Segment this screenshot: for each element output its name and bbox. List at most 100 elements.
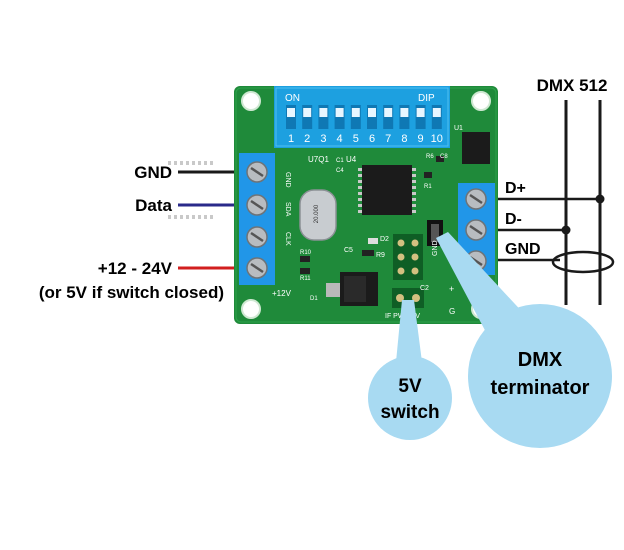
dip-toggle[interactable] [303, 108, 312, 117]
screw-slot [250, 262, 264, 274]
silk-plus: + [449, 284, 454, 294]
mcu-pin [412, 186, 416, 189]
silk-c4: C4 [336, 168, 344, 174]
silk-d2: D2 [380, 236, 389, 243]
screw-slot [469, 193, 483, 205]
header-pin [397, 239, 405, 247]
dip-toggle[interactable] [368, 108, 376, 117]
crystal-label: 20.000 [314, 204, 320, 223]
silk-sda: SDA [284, 202, 291, 217]
silk-u1: U1 [454, 125, 463, 132]
d-minus-junction [561, 225, 571, 235]
mcu-pin [168, 161, 171, 165]
dip-number: 4 [337, 133, 343, 145]
mcu-pin [358, 204, 362, 207]
mcu-pin [358, 192, 362, 195]
mcu-pin [210, 161, 213, 165]
screw-slot [250, 166, 264, 178]
dip-toggle[interactable] [384, 108, 393, 117]
dip-toggle[interactable] [319, 108, 328, 117]
terminator-callout-bubble [468, 304, 612, 448]
mcu-pin [198, 161, 201, 165]
dip-number: 10 [431, 133, 443, 145]
dip-number: 3 [320, 133, 326, 145]
mcu-pin [412, 192, 416, 195]
screw-slot [250, 199, 264, 211]
dip-toggle[interactable] [335, 108, 344, 117]
silk-clk: CLK [284, 232, 291, 246]
dip-toggle[interactable] [287, 108, 295, 117]
screw-slot [469, 224, 483, 236]
input-terminal-block [239, 153, 275, 285]
mcu-pin [412, 210, 416, 213]
crystal-oscillator [299, 189, 337, 241]
silk-g: G [449, 307, 455, 316]
dip-toggle[interactable] [432, 108, 441, 117]
switch-callout-line2: switch [380, 402, 439, 423]
mcu-pin [180, 161, 183, 165]
dip-toggle[interactable] [351, 108, 360, 117]
dip-number: 1 [288, 133, 294, 145]
mcu-pin [198, 215, 201, 219]
silk-u7q1: U7Q1 [308, 155, 329, 164]
silk-c2: C2 [420, 285, 429, 292]
led-d2 [368, 238, 378, 244]
gnd-dmx-label: GND [505, 241, 541, 258]
mcu-pin [358, 174, 362, 177]
d-plus-label: D+ [505, 180, 526, 197]
dip-number: 2 [304, 133, 310, 145]
dip-number: 6 [369, 133, 375, 145]
dip-label: DIP [418, 93, 435, 104]
silk-gnd-left: GND [284, 172, 291, 188]
header-pin [397, 253, 405, 261]
gnd-label: GND [134, 163, 172, 182]
silk-12v: +12V [272, 289, 292, 298]
power-label-note: (or 5V if switch closed) [39, 283, 224, 302]
mcu-pin [168, 215, 171, 219]
terminator-callout-line2: terminator [491, 377, 590, 399]
silk-r10: R10 [300, 250, 312, 256]
screw-slot [250, 231, 264, 243]
mcu-pin [174, 161, 177, 165]
mcu-pin [186, 161, 189, 165]
mcu-pin [358, 168, 362, 171]
mounting-hole-tl [241, 91, 261, 111]
d-plus-junction [595, 194, 605, 204]
dmx512-title: DMX 512 [537, 76, 608, 95]
dip-toggle[interactable] [400, 108, 409, 117]
mcu-pin [358, 186, 362, 189]
switch-callout: 5V switch [368, 300, 452, 440]
mounting-hole-bl [241, 299, 261, 319]
silk-c8: C8 [440, 154, 448, 160]
silk-r1: R1 [424, 184, 432, 190]
mcu-pin [174, 215, 177, 219]
silk-r6: R6 [426, 154, 434, 160]
silk-c1: C1 [336, 158, 344, 164]
terminator-callout-line1: DMX [518, 349, 563, 371]
dip-number: 9 [418, 133, 424, 145]
dip-number: 7 [385, 133, 391, 145]
silk-r9: R9 [376, 252, 385, 259]
terminator-callout-pointer [436, 232, 528, 336]
dip-number: 8 [401, 133, 407, 145]
silk-r11: R11 [300, 276, 311, 282]
mcu-pin [192, 161, 195, 165]
silk-gnd-mid: GND [432, 240, 439, 256]
silk-d1: D1 [310, 296, 318, 302]
mcu-pin [412, 204, 416, 207]
power-label: +12 - 24V [98, 259, 173, 278]
mcu-pin [412, 198, 416, 201]
mcu-pin [358, 198, 362, 201]
mcu-pin [210, 215, 213, 219]
dip-on-label: ON [285, 93, 300, 104]
switch-callout-pointer [396, 300, 422, 362]
header-pin [411, 239, 419, 247]
mcu-pin [412, 180, 416, 183]
dip-number: 5 [353, 133, 359, 145]
header-pin [397, 267, 405, 275]
dip-toggle[interactable] [416, 108, 425, 117]
